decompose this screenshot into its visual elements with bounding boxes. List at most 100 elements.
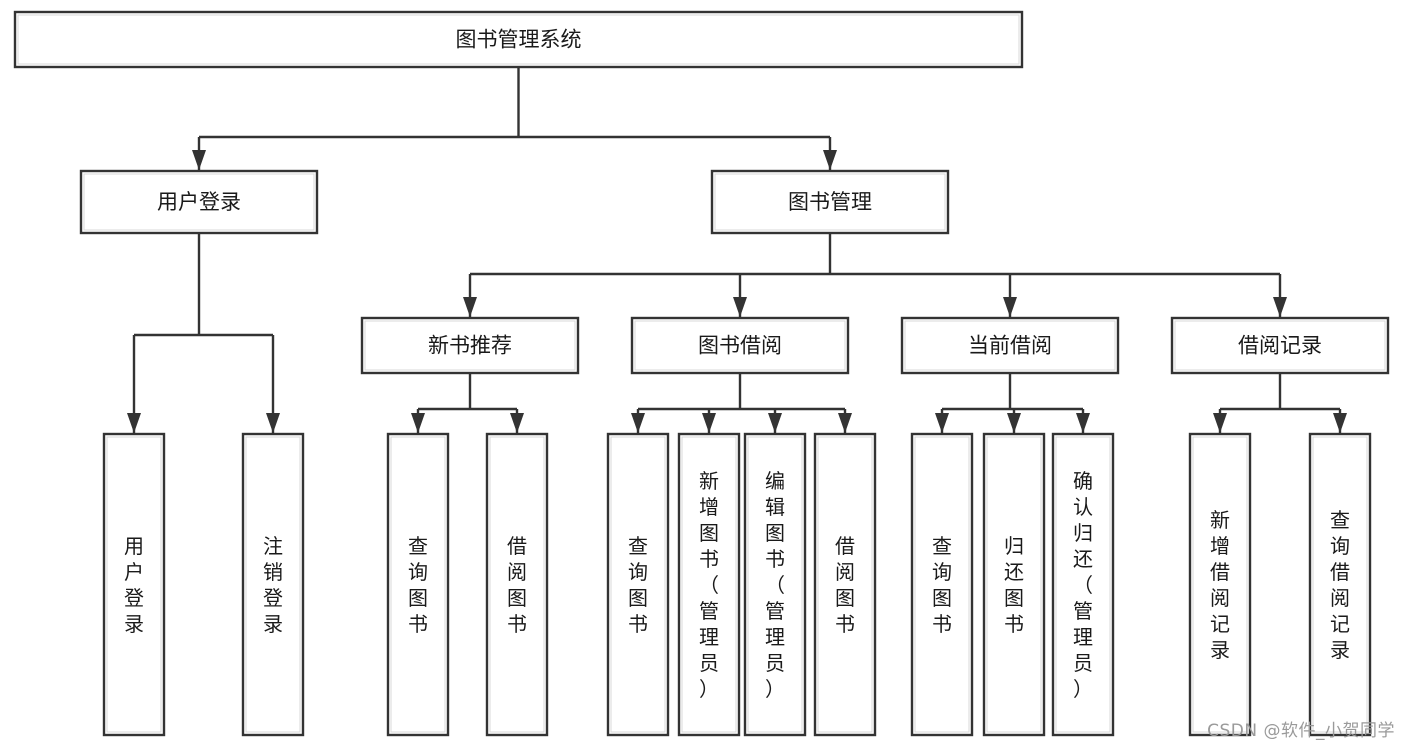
new-book-recommend-arrow-0 bbox=[411, 413, 425, 433]
book-borrow-arrow-1 bbox=[702, 413, 716, 433]
node-leaf-user-logout-box-inner-edge bbox=[245, 436, 301, 733]
node-current-borrow-box-inner-edge bbox=[904, 320, 1116, 371]
node-leaf-add-borrow-record[interactable]: 新增借阅记录 bbox=[1188, 432, 1252, 737]
node-leaf-confirm-return[interactable]: 确认归还（管理员） bbox=[1051, 432, 1115, 737]
node-book-manage-box-inner-edge bbox=[714, 173, 946, 231]
borrow-records-arrow-0 bbox=[1213, 413, 1227, 433]
node-leaf-query-book-new-box-inner-edge bbox=[390, 436, 446, 733]
node-leaf-query-book-current-box-inner-edge bbox=[914, 436, 970, 733]
node-leaf-edit-book-label: 编辑图书（管理员） bbox=[765, 469, 785, 701]
book-borrow-arrow-3 bbox=[838, 413, 852, 433]
node-book-manage[interactable]: 图书管理 bbox=[710, 169, 950, 235]
book-manage-arrow-1 bbox=[733, 297, 747, 317]
user-login-arrow-1 bbox=[266, 413, 280, 433]
node-user-login-box-inner-edge bbox=[83, 173, 315, 231]
node-leaf-borrow-book[interactable]: 借阅图书 bbox=[813, 432, 877, 737]
node-root-root-label: 图书管理系统 bbox=[456, 28, 582, 52]
node-book-manage-label: 图书管理 bbox=[788, 190, 872, 214]
node-leaf-edit-book-box-inner-edge bbox=[747, 436, 803, 733]
node-leaf-query-borrow-record-label: 查询借阅记录 bbox=[1330, 508, 1350, 662]
book-borrow-arrow-0 bbox=[631, 413, 645, 433]
node-user-login-label: 用户登录 bbox=[157, 190, 241, 214]
node-leaf-borrow-book-label: 借阅图书 bbox=[835, 534, 855, 636]
current-borrow-arrow-1 bbox=[1007, 413, 1021, 433]
node-leaf-return-book[interactable]: 归还图书 bbox=[982, 432, 1046, 737]
node-borrow-records-box-inner-edge bbox=[1174, 320, 1386, 371]
node-leaf-user-login[interactable]: 用户登录 bbox=[102, 432, 166, 737]
node-book-borrow[interactable]: 图书借阅 bbox=[630, 316, 850, 375]
node-book-borrow-label: 图书借阅 bbox=[698, 334, 782, 358]
node-leaf-return-book-box bbox=[982, 432, 1046, 737]
node-root-root-box-inner-edge bbox=[17, 14, 1020, 65]
borrow-records-arrow-1 bbox=[1333, 413, 1347, 433]
node-leaf-user-logout-label: 注销登录 bbox=[263, 534, 283, 636]
node-leaf-query-book-borrow-label: 查询图书 bbox=[628, 534, 648, 636]
node-current-borrow-box bbox=[900, 316, 1120, 375]
node-leaf-query-book-borrow-box-inner-edge bbox=[610, 436, 666, 733]
current-borrow-arrow-0 bbox=[935, 413, 949, 433]
node-leaf-add-book-box bbox=[677, 432, 741, 737]
node-leaf-query-borrow-record-box-inner-edge bbox=[1312, 436, 1368, 733]
book-manage-arrow-0 bbox=[463, 297, 477, 317]
node-borrow-records-label: 借阅记录 bbox=[1238, 334, 1322, 358]
node-leaf-borrow-book-box bbox=[813, 432, 877, 737]
book-manage-arrow-2 bbox=[1003, 297, 1017, 317]
node-leaf-confirm-return-label: 确认归还（管理员） bbox=[1073, 469, 1093, 701]
node-new-book-recommend-box-inner-edge bbox=[364, 320, 576, 371]
node-leaf-query-book-borrow[interactable]: 查询图书 bbox=[606, 432, 670, 737]
node-leaf-query-book-current-box bbox=[910, 432, 974, 737]
node-user-login-box bbox=[79, 169, 319, 235]
node-leaf-edit-book-box bbox=[743, 432, 807, 737]
node-root-root-box bbox=[13, 10, 1024, 69]
node-leaf-borrow-book-new[interactable]: 借阅图书 bbox=[485, 432, 549, 737]
node-current-borrow[interactable]: 当前借阅 bbox=[900, 316, 1120, 375]
user-login-arrow-0 bbox=[127, 413, 141, 433]
node-leaf-add-book-box-inner-edge bbox=[681, 436, 737, 733]
node-leaf-return-book-box-inner-edge bbox=[986, 436, 1042, 733]
node-new-book-recommend[interactable]: 新书推荐 bbox=[360, 316, 580, 375]
node-leaf-query-book-new-box bbox=[386, 432, 450, 737]
node-leaf-query-book-borrow-box bbox=[606, 432, 670, 737]
node-leaf-query-book-current[interactable]: 查询图书 bbox=[910, 432, 974, 737]
root-arrow-1 bbox=[823, 150, 837, 170]
node-leaf-query-book-current-label: 查询图书 bbox=[932, 534, 952, 636]
node-leaf-borrow-book-box-inner-edge bbox=[817, 436, 873, 733]
node-leaf-query-borrow-record-box bbox=[1308, 432, 1372, 737]
current-borrow-arrow-2 bbox=[1076, 413, 1090, 433]
node-leaf-borrow-book-new-box-inner-edge bbox=[489, 436, 545, 733]
node-leaf-add-borrow-record-label: 新增借阅记录 bbox=[1210, 508, 1230, 662]
node-leaf-edit-book[interactable]: 编辑图书（管理员） bbox=[743, 432, 807, 737]
node-borrow-records-box bbox=[1170, 316, 1390, 375]
node-leaf-confirm-return-box bbox=[1051, 432, 1115, 737]
node-root-root[interactable]: 图书管理系统 bbox=[13, 10, 1024, 69]
book-manage-arrow-3 bbox=[1273, 297, 1287, 317]
node-book-borrow-box-inner-edge bbox=[634, 320, 846, 371]
node-leaf-borrow-book-new-box bbox=[485, 432, 549, 737]
node-leaf-add-book[interactable]: 新增图书（管理员） bbox=[677, 432, 741, 737]
node-leaf-return-book-label: 归还图书 bbox=[1004, 534, 1024, 636]
node-leaf-add-borrow-record-box-inner-edge bbox=[1192, 436, 1248, 733]
node-layer: 图书管理系统用户登录图书管理新书推荐图书借阅当前借阅借阅记录用户登录注销登录查询… bbox=[13, 10, 1390, 737]
node-current-borrow-label: 当前借阅 bbox=[968, 334, 1052, 358]
node-book-borrow-box bbox=[630, 316, 850, 375]
node-book-manage-box bbox=[710, 169, 950, 235]
connector-layer bbox=[127, 67, 1347, 433]
node-leaf-add-borrow-record-box bbox=[1188, 432, 1252, 737]
node-leaf-user-logout[interactable]: 注销登录 bbox=[241, 432, 305, 737]
root-arrow-0 bbox=[192, 150, 206, 170]
node-user-login[interactable]: 用户登录 bbox=[79, 169, 319, 235]
node-borrow-records[interactable]: 借阅记录 bbox=[1170, 316, 1390, 375]
node-leaf-user-login-box-inner-edge bbox=[106, 436, 162, 733]
node-leaf-query-book-new-label: 查询图书 bbox=[408, 534, 428, 636]
node-leaf-query-borrow-record[interactable]: 查询借阅记录 bbox=[1308, 432, 1372, 737]
node-leaf-user-login-label: 用户登录 bbox=[124, 534, 144, 636]
node-leaf-confirm-return-box-inner-edge bbox=[1055, 436, 1111, 733]
node-leaf-query-book-new[interactable]: 查询图书 bbox=[386, 432, 450, 737]
book-borrow-arrow-2 bbox=[768, 413, 782, 433]
node-leaf-user-login-box bbox=[102, 432, 166, 737]
node-leaf-user-logout-box bbox=[241, 432, 305, 737]
node-new-book-recommend-label: 新书推荐 bbox=[428, 334, 512, 358]
new-book-recommend-arrow-1 bbox=[510, 413, 524, 433]
